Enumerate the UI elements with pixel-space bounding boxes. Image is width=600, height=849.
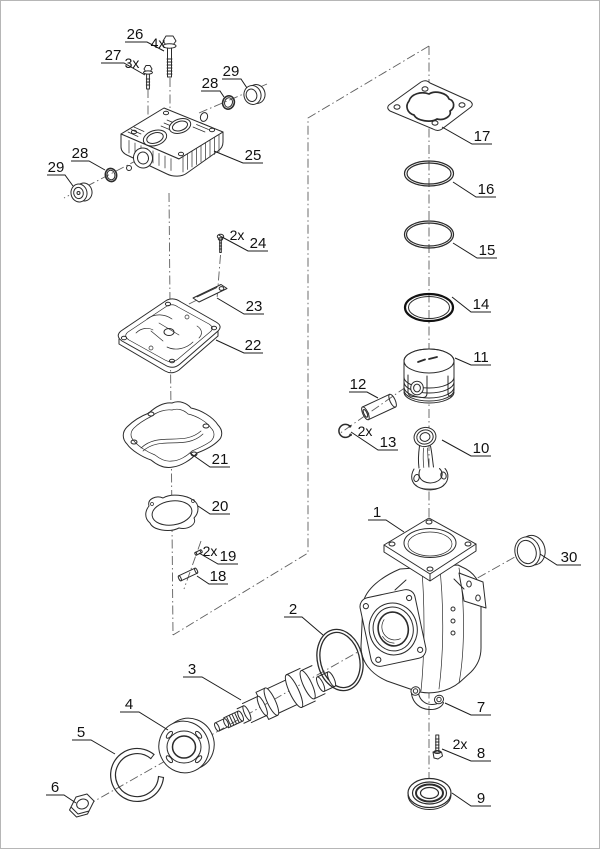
part-28-sealing-ring-top <box>221 95 236 110</box>
callout-19: 19 <box>220 548 237 565</box>
callout-27: 27 <box>105 47 122 64</box>
part-15-o-ring <box>403 220 455 249</box>
callout-11: 11 <box>473 349 489 366</box>
callout-23: 23 <box>246 298 263 315</box>
callout-20: 20 <box>212 498 229 515</box>
callout-29-top: 29 <box>223 63 240 80</box>
part-26-head-bolt <box>162 35 177 78</box>
callout-24: 24 <box>250 235 267 252</box>
callout-13-qty: 2x <box>358 423 373 439</box>
callout-8-qty: 2x <box>453 736 468 752</box>
callout-9: 9 <box>477 790 485 807</box>
callout-26-qty: 4x <box>151 35 166 51</box>
part-3-crankshaft <box>213 665 337 732</box>
part-21-head-gasket <box>122 401 223 468</box>
part-19-pin <box>194 549 203 556</box>
callout-28-left: 28 <box>72 145 89 162</box>
part-22-valve-plate <box>117 298 221 374</box>
callout-24-qty: 2x <box>230 227 245 243</box>
callout-10: 10 <box>473 440 490 457</box>
callout-25: 25 <box>245 147 262 164</box>
callout-13: 13 <box>380 434 397 451</box>
part-30-cover-cap <box>514 534 546 568</box>
part-9-seal-ring <box>407 777 452 810</box>
callout-7: 7 <box>477 699 485 716</box>
callout-3: 3 <box>188 661 196 678</box>
part-11-piston <box>403 348 455 404</box>
part-7-bearing-cap <box>410 686 445 711</box>
callout-22: 22 <box>245 337 262 354</box>
callout-12: 12 <box>350 376 367 393</box>
part-4-flange-bearing <box>158 717 215 774</box>
callout-14: 14 <box>473 296 490 313</box>
callout-26: 26 <box>127 26 144 43</box>
part-5-snap-ring <box>110 747 165 803</box>
part-6-nut <box>69 793 95 818</box>
callout-27-qty: 3x <box>125 55 140 71</box>
part-25-cylinder-head <box>120 107 224 177</box>
callout-17: 17 <box>474 128 491 145</box>
part-23-reed-valve <box>192 284 228 303</box>
part-13-circlip <box>338 423 352 439</box>
part-10-connecting-rod <box>411 426 449 491</box>
callout-30: 30 <box>561 549 578 566</box>
callout-5: 5 <box>77 724 85 741</box>
part-12-piston-pin <box>361 393 397 421</box>
part-1-crankcase <box>359 517 487 694</box>
callout-1: 1 <box>373 504 381 521</box>
part-8-cap-bolt <box>432 734 443 760</box>
part-28-sealing-ring-left <box>104 167 118 183</box>
part-29-plug-top <box>243 84 266 105</box>
part-29-plug-left <box>70 182 93 203</box>
callout-15: 15 <box>479 242 496 259</box>
callout-18: 18 <box>210 568 227 585</box>
callout-29-left: 29 <box>48 159 65 176</box>
callout-6: 6 <box>51 779 59 796</box>
callout-19-qty: 2x <box>203 543 218 559</box>
leader-lines <box>46 41 581 807</box>
part-27-head-screw <box>143 65 153 90</box>
callout-8: 8 <box>477 745 485 762</box>
callout-4: 4 <box>125 696 133 713</box>
part-16-o-ring <box>403 160 455 187</box>
part-17-cover-plate <box>387 80 473 131</box>
callout-2: 2 <box>289 601 297 618</box>
part-18-dowel-pin <box>177 567 199 582</box>
part-14-piston-ring <box>403 292 455 323</box>
callout-21: 21 <box>212 451 229 468</box>
part-2-o-ring <box>316 628 364 692</box>
part-20-flange-gasket <box>145 494 199 531</box>
callout-labels: 26 4x 27 3x 28 29 25 28 29 24 2x 23 22 2… <box>48 26 578 807</box>
callout-28-top: 28 <box>202 75 219 92</box>
callout-16: 16 <box>478 181 495 198</box>
